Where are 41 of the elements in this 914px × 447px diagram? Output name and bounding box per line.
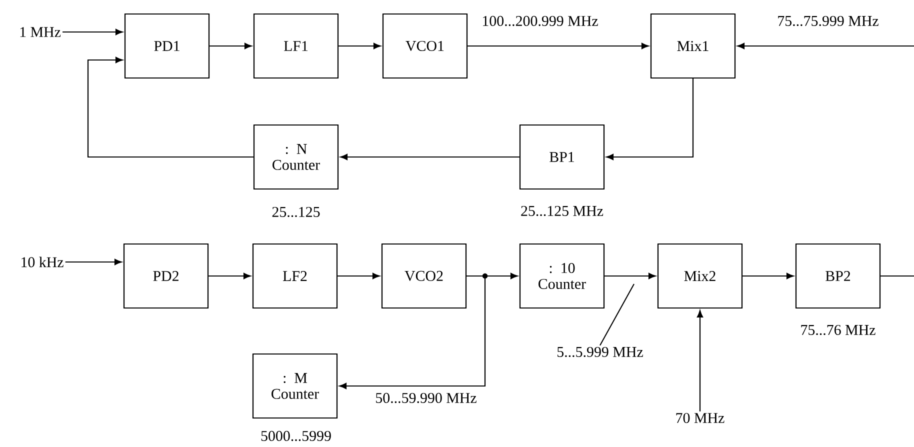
signal-label: 1 MHz: [20, 27, 61, 37]
block-box: PD1: [124, 13, 210, 79]
node-label: 5000...5999: [261, 430, 331, 442]
block-box: VCO2: [381, 243, 467, 309]
block-box: : N Counter: [253, 124, 339, 190]
signal-label: 70 MHz: [676, 412, 724, 424]
arrow: [606, 78, 694, 160]
leader-line: [600, 284, 634, 346]
arrow: [339, 275, 486, 390]
block-box: BP2: [795, 243, 881, 309]
signal-line: [880, 275, 914, 277]
block-box: LF2: [252, 243, 338, 309]
edge-label: 75...75.999 MHz: [776, 14, 880, 28]
block-box: BP1: [519, 124, 605, 190]
node-label: 75...76 MHz: [801, 324, 876, 336]
block-box: Mix2: [657, 243, 743, 309]
block-box: : M Counter: [252, 353, 338, 419]
node-label: 25...125 MHz: [521, 206, 604, 216]
block-box: : 10 Counter: [519, 243, 605, 309]
signal-label: 5...5.999 MHz: [558, 346, 643, 358]
arrow: [210, 42, 252, 50]
signal-label: 10 kHz: [22, 256, 64, 268]
arrow: [338, 42, 381, 50]
arrow: [340, 154, 520, 160]
edge-label: 50...59.990 MHz: [374, 392, 478, 404]
arrow: [338, 272, 380, 280]
arrow: [468, 42, 649, 50]
arrow: [87, 56, 254, 158]
arrow: [604, 272, 656, 280]
block-box: VCO1: [382, 13, 468, 79]
block-box: PD2: [123, 243, 209, 309]
arrow: [62, 28, 123, 36]
node-label: 25...125: [272, 206, 320, 218]
block-box: Mix1: [650, 13, 736, 79]
arrow: [208, 272, 251, 280]
arrow: [742, 272, 794, 280]
arrow: [696, 310, 704, 412]
arrow: [737, 42, 914, 50]
edge-label: 100...200.999 MHz: [480, 14, 600, 28]
arrow: [65, 258, 122, 266]
block-box: LF1: [253, 13, 339, 79]
